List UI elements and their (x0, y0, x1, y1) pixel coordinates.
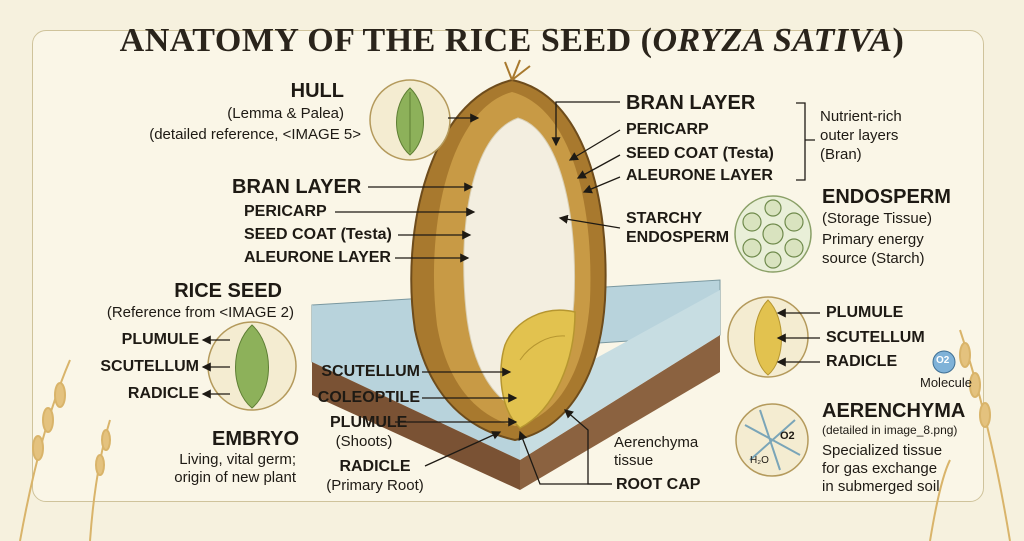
hull-heading: HULL (290, 80, 344, 102)
center-radicle: RADICLE (339, 458, 411, 475)
wheat-left-decoration (19, 359, 111, 541)
bran-note-2: outer layers (820, 127, 899, 144)
inset-h2o-label: H₂O (750, 455, 769, 466)
hull-sub2: (detailed reference, <IMAGE 5> (149, 126, 361, 143)
o2-badge-text: O2 (936, 355, 950, 366)
bran-item-left-0: PERICARP (244, 203, 327, 220)
rice-seed-item-0: PLUMULE (121, 331, 199, 348)
right-label-lines (518, 101, 820, 485)
starchy-label-1: STARCHY (626, 210, 703, 227)
rice-seed-sub: (Reference from <IMAGE 2) (106, 304, 294, 321)
right-embryo-item-0: PLUMULE (826, 304, 904, 321)
molecule-label: Molecule (920, 375, 973, 390)
bran-heading-right: BRAN LAYER (626, 92, 756, 114)
endosperm-heading: ENDOSPERM (822, 186, 951, 208)
bran-note-1: Nutrient-rich (820, 108, 902, 125)
bran-brace (796, 102, 815, 181)
embryo-line1: Living, vital germ; (179, 451, 296, 468)
bran-item-left-1: SEED COAT (Testa) (244, 226, 392, 243)
rice-seed-heading: RICE SEED (174, 280, 282, 302)
aerenchyma-tissue-line1: Aerenchyma (614, 434, 699, 451)
bran-item-right-2: ALEURONE LAYER (626, 167, 773, 184)
aerenchyma-tissue-line2: tissue (614, 452, 654, 469)
aerenchyma-line2: for gas exchange (822, 460, 938, 477)
right-embryo-item-2: RADICLE (826, 353, 898, 370)
inset-o2-label: O2 (780, 430, 795, 442)
aerenchyma-line3: in submerged soil (822, 478, 940, 495)
aerenchyma-heading: AERENCHYMA (822, 400, 966, 422)
aerenchyma-sub: (detailed in image_8.png) (822, 423, 958, 437)
o2-molecule-icon (932, 350, 956, 374)
center-primary-root: (Primary Root) (326, 477, 424, 494)
bran-item-right-1: SEED COAT (Testa) (626, 145, 774, 162)
center-plumule: PLUMULE (330, 414, 408, 431)
page-title: ANATOMY OF THE RICE SEED (ORYZA SATIVA) (119, 22, 905, 59)
embryo-line2: origin of new plant (174, 469, 296, 486)
rice-seed-item-2: RADICLE (127, 385, 199, 402)
bran-note-3: (Bran) (820, 146, 862, 163)
aerenchyma-line1: Specialized tissue (822, 442, 943, 459)
embryo-heading: EMBRYO (212, 428, 300, 450)
right-embryo-item-1: SCUTELLUM (826, 329, 925, 346)
center-scutellum: SCUTELLUM (321, 363, 420, 380)
wheat-right-decoration (929, 329, 1011, 541)
left-label-lines (335, 113, 518, 467)
root-cap-label: ROOT CAP (616, 476, 701, 493)
rice-seed-item-1: SCUTELLUM (100, 358, 199, 375)
endosperm-line1: Primary energy (822, 231, 924, 248)
bran-item-right-0: PERICARP (626, 121, 709, 138)
bran-item-left-2: ALEURONE LAYER (244, 249, 391, 266)
endosperm-line2: source (Starch) (822, 250, 925, 267)
center-coleoptile: COLEOPTILE (317, 389, 420, 406)
center-shoots: (Shoots) (335, 433, 393, 450)
bran-heading-left: BRAN LAYER (232, 176, 362, 198)
hull-sub1: (Lemma & Palea) (227, 105, 344, 122)
starchy-label-2: ENDOSPERM (626, 229, 730, 246)
rice-seed-cross-section (410, 59, 607, 442)
endosperm-sub: (Storage Tissue) (822, 210, 933, 227)
